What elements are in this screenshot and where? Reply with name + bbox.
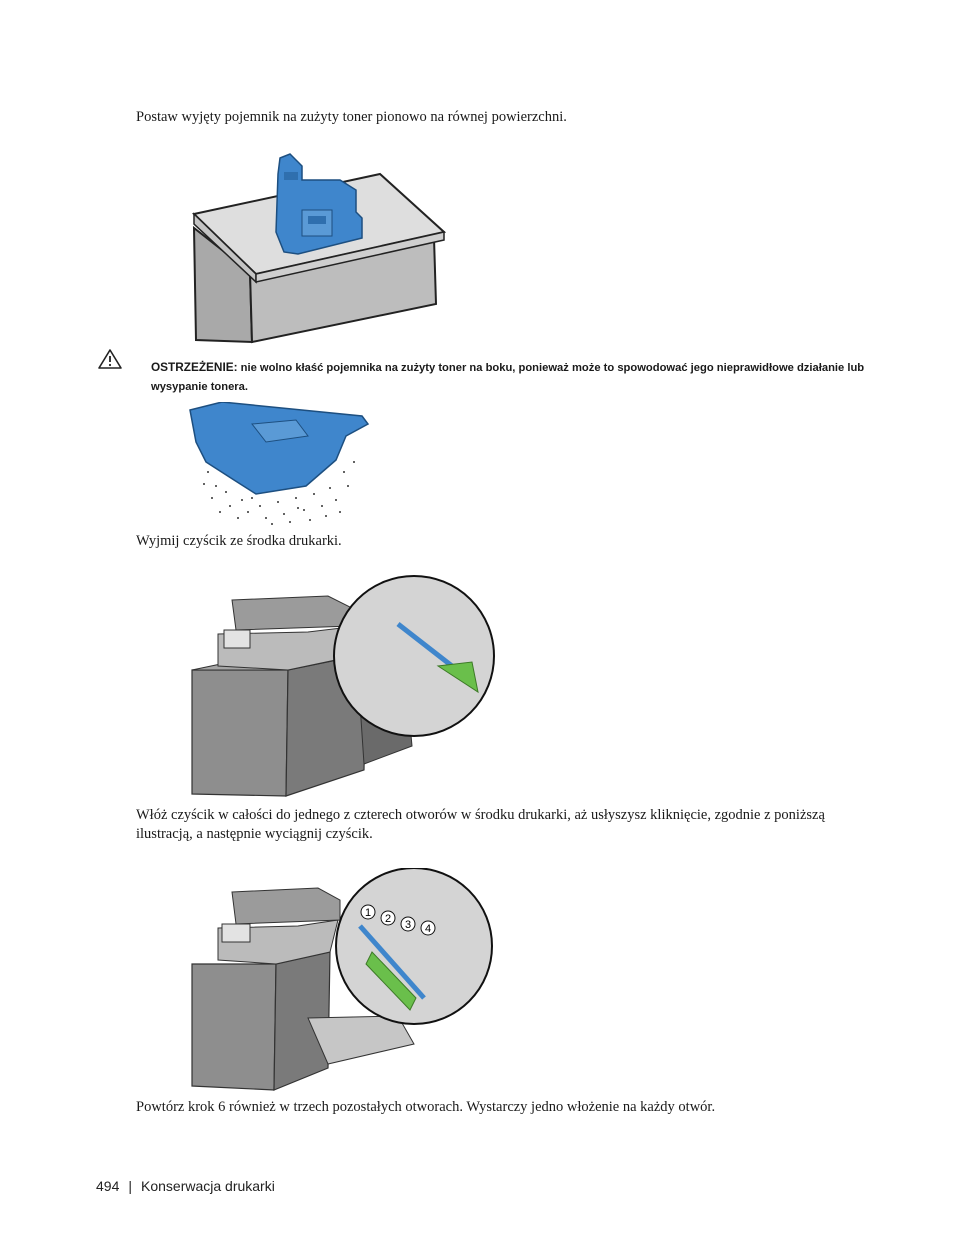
spilled-toner-dots — [203, 461, 355, 525]
zoom-circle — [333, 575, 495, 737]
step-text-insert-cleaner: Włóż czyścik w całości do jednego z czte… — [136, 807, 825, 842]
warning-label: OSTRZEŻENIE: — [151, 360, 238, 374]
warning-triangle-icon — [98, 349, 122, 369]
printer-illustration-open — [191, 887, 415, 1091]
warning-message: nie wolno kłaść pojemnika na zużyty tone… — [151, 362, 865, 393]
footer-separator: | — [128, 1178, 132, 1194]
page-number: 494 — [96, 1178, 120, 1194]
figure-toner-box-upright — [191, 153, 447, 344]
figure-remove-cleaner — [191, 575, 495, 797]
callout-1: 1 — [365, 907, 371, 919]
toner-box-illustration — [275, 153, 363, 255]
slot-callouts: 1 2 3 4 — [360, 904, 436, 936]
section-title: Konserwacja drukarki — [141, 1178, 275, 1194]
step-text-place-container: Postaw wyjęty pojemnik na zużyty toner p… — [136, 109, 567, 125]
warning-note: OSTRZEŻENIE: nie wolno kłaść pojemnika n… — [151, 358, 866, 397]
cleaner-insertion-illustration — [358, 924, 426, 1011]
figure-toner-box-on-side — [189, 402, 370, 525]
cleaner-tool-illustration — [396, 622, 479, 694]
figure-insert-cleaner: 1 2 3 4 — [191, 868, 493, 1091]
callout-3: 3 — [405, 919, 411, 931]
callout-2: 2 — [385, 913, 391, 925]
step-text-repeat: Powtórz krok 6 również w trzech pozostał… — [136, 1099, 716, 1115]
zoom-circle-slots — [335, 868, 493, 1025]
step-text-remove-cleaner: Wyjmij czyścik ze środka drukarki. — [136, 533, 342, 549]
page-footer: 494 | Konserwacja drukarki — [96, 1178, 275, 1194]
callout-4: 4 — [425, 923, 431, 935]
